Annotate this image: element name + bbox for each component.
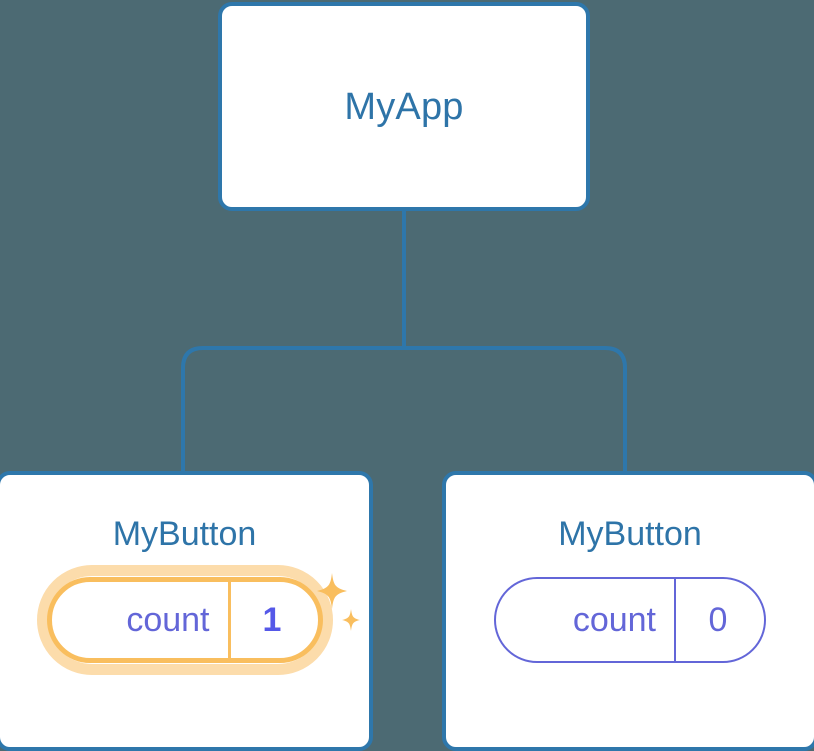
prop-pill-right[interactable]: count 0	[494, 577, 766, 663]
prop-pill-right-wrap: count 0	[494, 577, 766, 663]
node-mybutton-left[interactable]: MyButton count 1	[0, 471, 373, 751]
node-mybutton-right[interactable]: MyButton count 0	[442, 471, 814, 751]
prop-pill-left-key: count	[126, 601, 210, 639]
node-mybutton-left-title: MyButton	[112, 515, 257, 553]
node-mybutton-right-title: MyButton	[558, 515, 702, 553]
connector-branch	[181, 346, 627, 471]
node-myapp[interactable]: MyApp	[218, 2, 590, 211]
prop-pill-glow	[36, 565, 333, 675]
prop-pill-left-wrap: count 1	[36, 565, 333, 675]
node-myapp-title: MyApp	[344, 85, 464, 128]
prop-pill-left[interactable]: count 1	[46, 577, 323, 663]
prop-pill-left-value: 1	[227, 582, 318, 658]
prop-pill-right-key: count	[572, 601, 656, 639]
prop-pill-right-value: 0	[674, 579, 764, 661]
